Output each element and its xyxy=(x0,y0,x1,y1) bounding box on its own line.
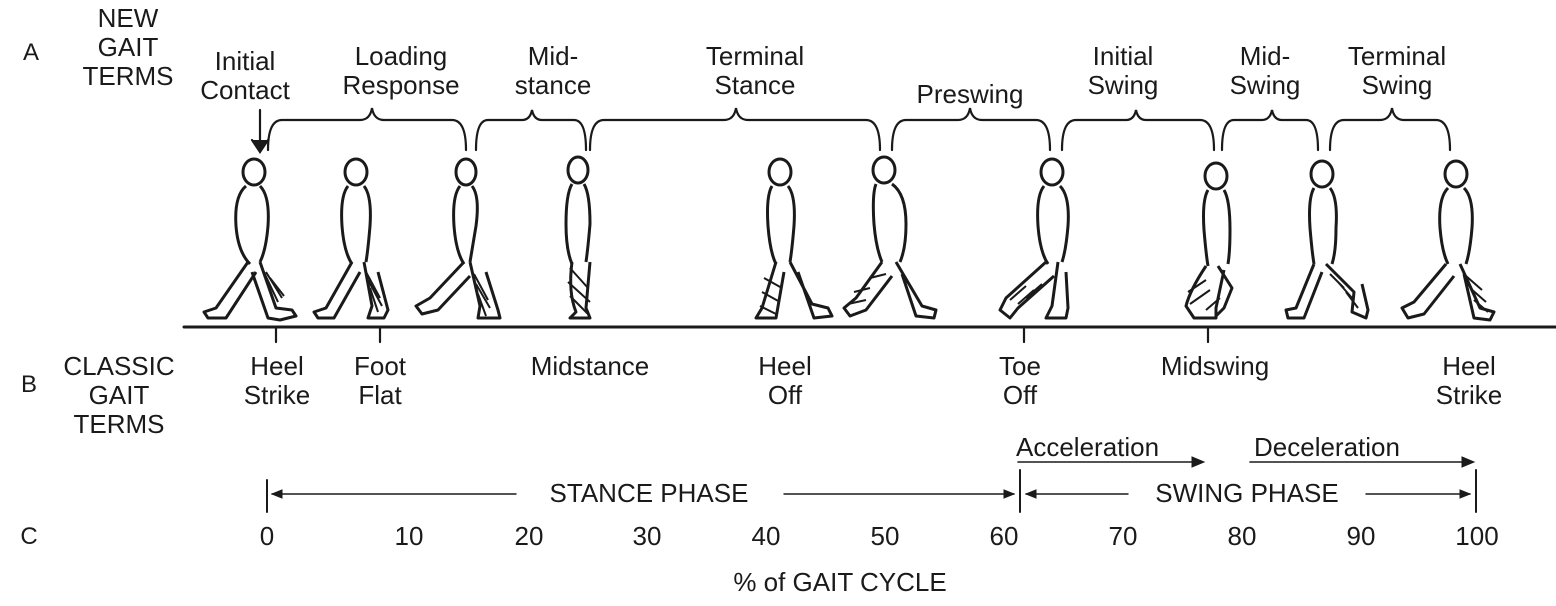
stance-right-arrowhead xyxy=(1004,490,1014,498)
walking-figure-4 xyxy=(520,112,640,327)
axis-label: % of GAIT CYCLE xyxy=(640,568,1040,597)
classic-term-heel-strike: Heel Strike xyxy=(222,352,332,410)
axis-tick-70: 70 xyxy=(1098,522,1148,551)
walking-figure-10 xyxy=(1394,112,1514,327)
axis-tick-40: 40 xyxy=(741,522,791,551)
acceleration-label: Acceleration xyxy=(1016,433,1206,462)
axis-tick-30: 30 xyxy=(622,522,672,551)
walking-figure-7 xyxy=(996,112,1116,327)
swing-left-arrowhead xyxy=(1026,490,1036,498)
axis-tick-90: 90 xyxy=(1336,522,1386,551)
axis-tick-50: 50 xyxy=(860,522,910,551)
classic-term-toe-off: Toe Off xyxy=(970,352,1070,410)
walking-figure-6 xyxy=(836,112,956,327)
classic-term-midswing: Midswing xyxy=(1130,352,1300,381)
classic-term-foot-flat: Foot Flat xyxy=(330,352,430,410)
walking-figure-3 xyxy=(410,112,530,327)
classic-term-heel-strike-end: Heel Strike xyxy=(1414,352,1524,410)
swing-right-arrowhead xyxy=(1460,490,1470,498)
swing-phase-label: SWING PHASE xyxy=(1128,479,1366,508)
axis-tick-20: 20 xyxy=(504,522,554,551)
walking-figure-8 xyxy=(1176,112,1296,327)
deceleration-arrowhead xyxy=(1462,457,1474,467)
deceleration-label: Deceleration xyxy=(1254,433,1454,462)
stance-phase-label: STANCE PHASE xyxy=(514,479,784,508)
walking-figure-1 xyxy=(196,112,316,327)
classic-term-heel-off: Heel Off xyxy=(735,352,835,410)
walking-figure-9 xyxy=(1282,112,1402,327)
classic-term-midstance: Midstance xyxy=(500,352,680,381)
axis-tick-100: 100 xyxy=(1445,522,1509,551)
axis-tick-0: 0 xyxy=(247,522,287,551)
axis-tick-10: 10 xyxy=(384,522,434,551)
axis-tick-60: 60 xyxy=(979,522,1029,551)
stance-left-arrowhead xyxy=(272,490,282,498)
axis-tick-80: 80 xyxy=(1217,522,1267,551)
